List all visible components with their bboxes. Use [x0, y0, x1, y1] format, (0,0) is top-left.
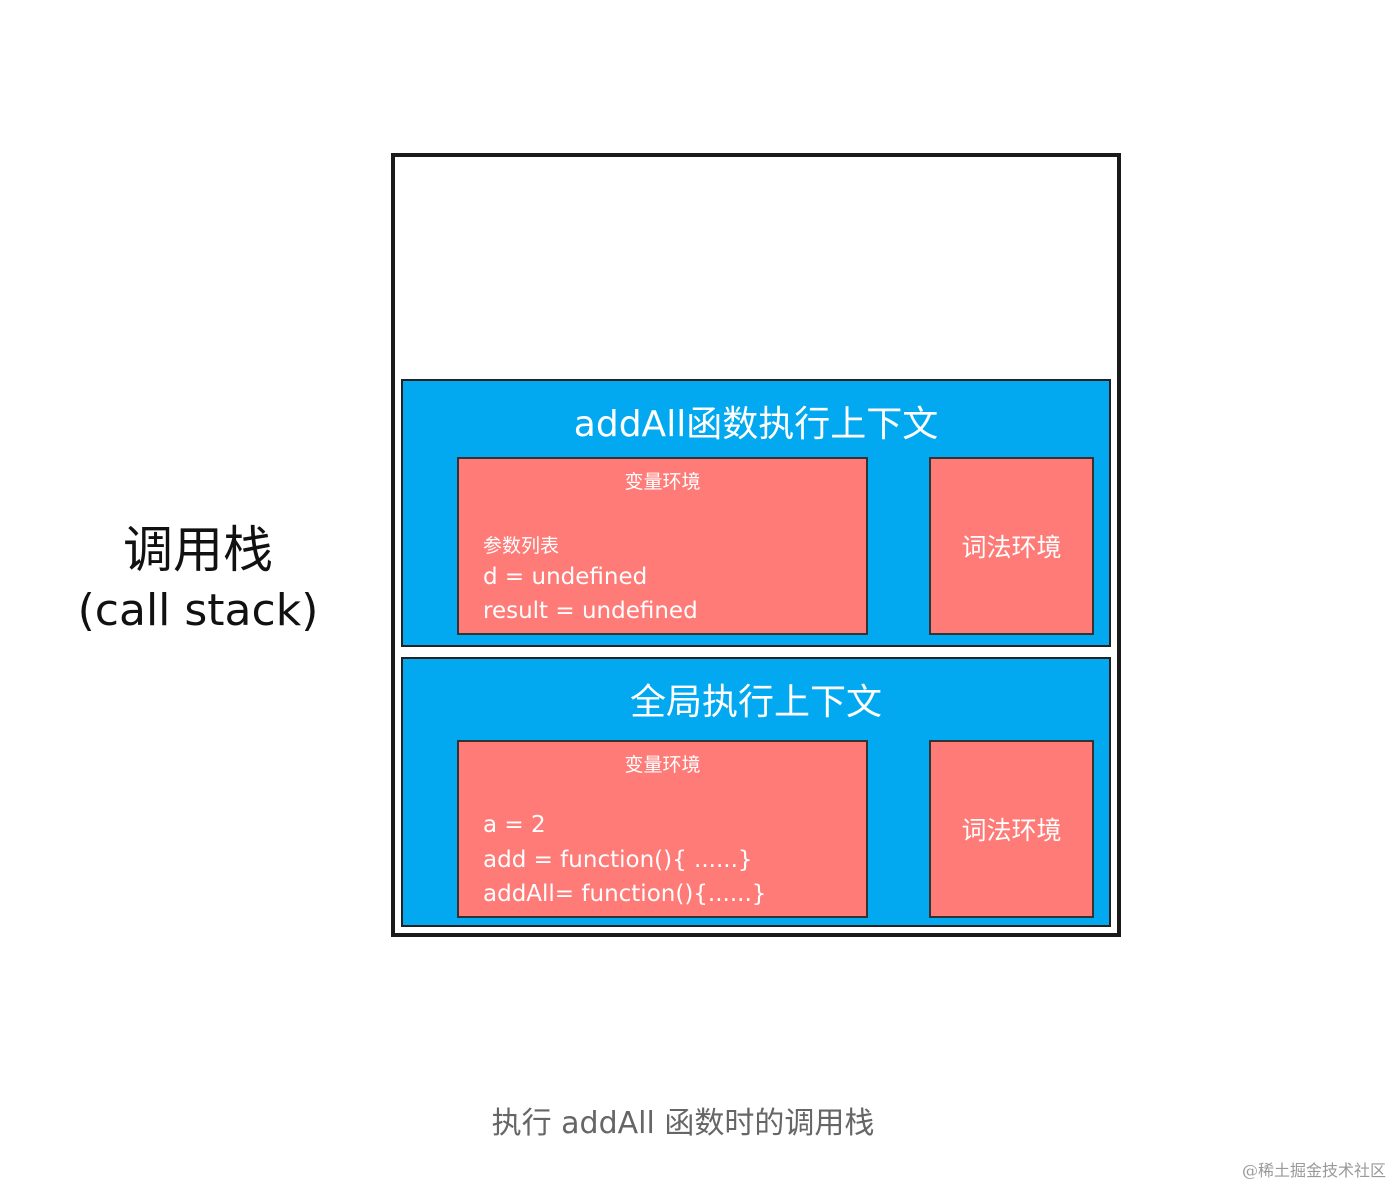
variable-env-heading: 变量环境: [624, 754, 701, 776]
watermark: @稀土掘金技术社区: [1241, 1161, 1386, 1180]
variable-line: addAll= function(){......}: [483, 881, 767, 907]
variable-line: result = undefined: [483, 598, 698, 624]
lexical-environment: 词法环境: [929, 457, 1094, 635]
variable-env-heading: 变量环境: [624, 471, 701, 493]
variable-line: add = function(){ ......}: [483, 847, 753, 873]
variable-environment: 变量环境 a = 2 add = function(){ ......} add…: [457, 740, 868, 918]
global-execution-context: 全局执行上下文 变量环境 a = 2 add = function(){ ...…: [401, 657, 1111, 927]
variable-line: d = undefined: [483, 564, 648, 590]
context-title: addAll函数执行上下文: [573, 404, 939, 445]
call-stack-label-en: (call stack): [77, 585, 319, 636]
context-title: 全局执行上下文: [629, 682, 882, 723]
figure-caption: 执行 addAll 函数时的调用栈: [491, 1106, 875, 1141]
variable-line: a = 2: [483, 812, 546, 838]
call-stack-label: 调用栈: [123, 521, 273, 579]
variable-environment: 变量环境 参数列表 d = undefined result = undefin…: [457, 457, 868, 635]
variable-line: 参数列表: [483, 535, 560, 557]
addall-execution-context: addAll函数执行上下文 变量环境 参数列表 d = undefined re…: [401, 379, 1111, 647]
lexical-environment: 词法环境: [929, 740, 1094, 918]
